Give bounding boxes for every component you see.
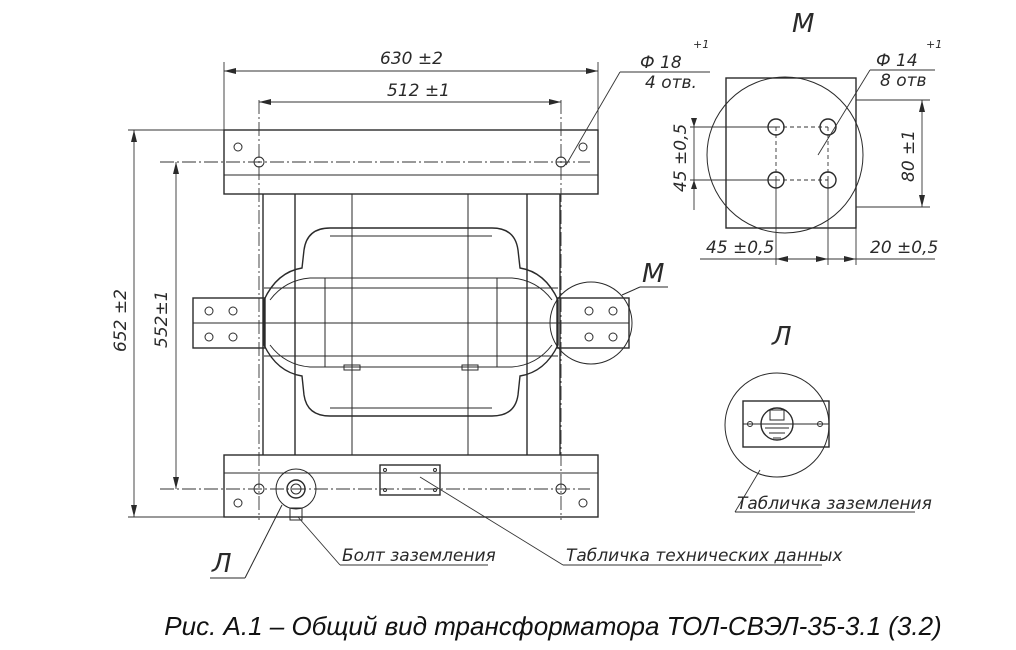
dim-overall-height: 652 ±2 [111,289,131,352]
main-dimensions [128,62,710,518]
view-l-title: Л [771,322,792,352]
nameplate [379,464,441,496]
main-view [160,100,668,521]
labels: 630 ±2 512 ±1 652 ±2 552±1 Ф 18 +1 4 отв… [111,9,942,579]
hole-detail-count: 8 отв [880,71,927,91]
dim-detail-h1: 45 ±0,5 [706,238,774,258]
view-m-callout: М [642,259,664,289]
label-grounding-bolt: Болт заземления [342,546,496,566]
dim-bolt-span: 512 ±1 [387,81,450,101]
dim-bolt-height: 552±1 [152,290,172,348]
dim-detail-v2: 80 ±1 [899,130,919,182]
dim-detail-h2: 20 ±0,5 [870,238,938,258]
label-grounding-plate: Табличка заземления [737,494,932,514]
dim-overall-width: 630 ±2 [380,49,443,69]
hole-main-tolerance: +1 [693,38,709,51]
hole-main-count: 4 отв. [645,73,697,93]
figure-caption: Рис. А.1 – Общий вид трансформатора ТОЛ-… [164,611,942,641]
cast-body [263,227,559,417]
hole-main-callout: Ф 18 [640,53,682,73]
detail-l-view [724,372,915,513]
view-l-callout: Л [211,549,232,579]
top-base-plate [223,129,599,195]
bottom-base-plate [223,454,599,518]
dim-detail-v1: 45 ±0,5 [671,124,691,192]
hole-detail-callout: Ф 14 [876,51,918,71]
detail-m-marker [549,281,633,365]
detail-m-view [690,69,935,265]
view-m-title: М [792,9,814,39]
callout-leaders [210,468,822,579]
label-nameplate: Табличка технических данных [566,546,843,566]
hole-detail-tolerance: +1 [926,38,942,51]
